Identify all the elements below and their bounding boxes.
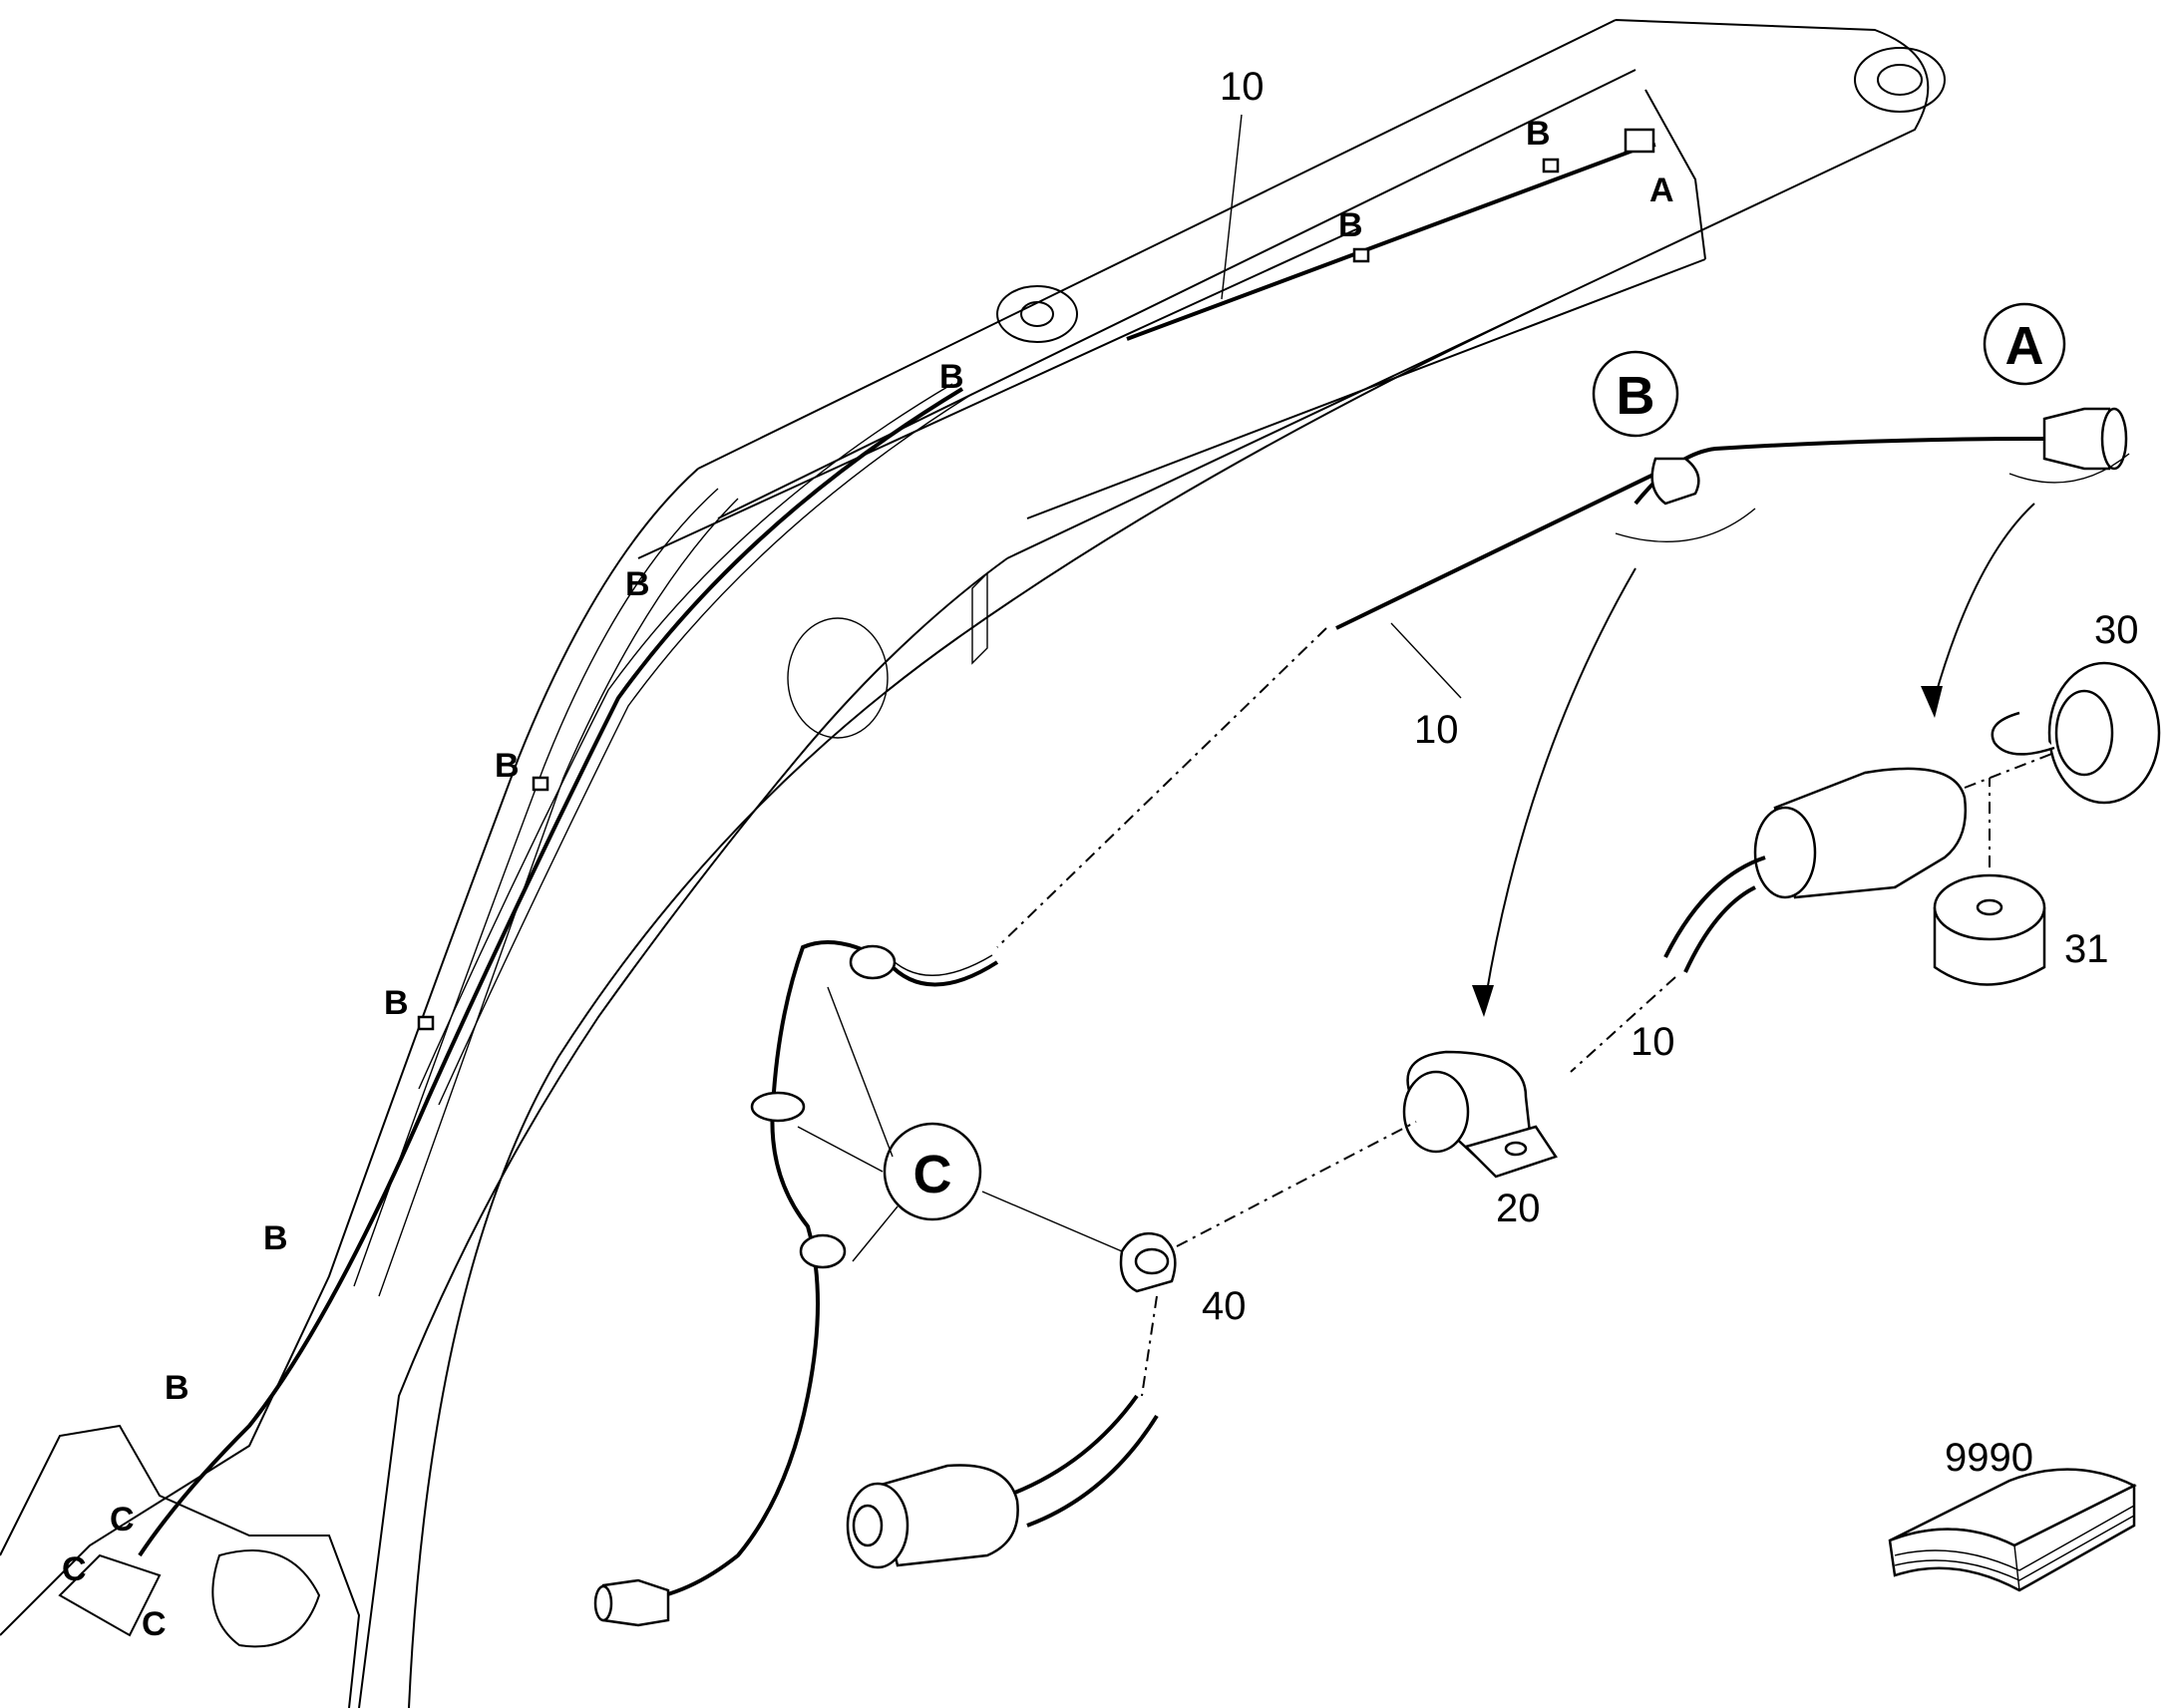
label-clip-8: B — [165, 1369, 189, 1407]
callout-letter-a: A — [2005, 316, 2044, 376]
detail-arrow-a — [1934, 503, 2035, 699]
label-clip-2: B — [1338, 206, 1363, 244]
label-clip-6: B — [384, 984, 409, 1022]
label-part-seal: 31 — [2064, 927, 2109, 971]
leader-harness-top — [1221, 114, 1243, 300]
label-connector-end: A — [1649, 171, 1674, 209]
callout-circle-a — [1983, 302, 2066, 386]
label-clip-7: B — [263, 1219, 288, 1257]
label-clip-1: B — [1526, 115, 1551, 153]
callout-letter-b: B — [1617, 366, 1655, 426]
boom-structure — [0, 19, 1946, 1708]
label-part-manual: 9990 — [1945, 1436, 2033, 1480]
label-clamp-1: C — [110, 1501, 135, 1538]
detail-a: A 30 31 — [1634, 302, 2161, 986]
label-clamp-3: C — [142, 1605, 167, 1643]
label-clip-4: B — [625, 565, 650, 603]
label-harness-top: 10 — [1220, 65, 1265, 109]
label-clip-3: B — [939, 358, 964, 396]
detail-arrow-b — [1485, 567, 1636, 998]
label-clamp-2: C — [62, 1550, 87, 1588]
label-part-cable-tie: 40 — [1202, 1284, 1247, 1328]
label-part-harness-upper: 10 — [1414, 708, 1459, 752]
detail-b: B 10 20 10 — [996, 350, 1756, 1230]
boom-labels: 10 A B B B B B B B B C C C — [62, 65, 1674, 1643]
callout-circle-c — [883, 1122, 982, 1221]
label-part-harness-lower: 10 — [1631, 1020, 1675, 1064]
label-clip-5: B — [495, 747, 520, 785]
detail-c: C 40 — [593, 940, 1417, 1627]
callout-letter-c: C — [913, 1145, 952, 1204]
label-part-cover: 30 — [2094, 608, 2139, 652]
manual-icon: 9990 — [1888, 1436, 2137, 1592]
label-part-clamp: 20 — [1496, 1187, 1541, 1230]
callout-circle-b — [1592, 350, 1679, 438]
